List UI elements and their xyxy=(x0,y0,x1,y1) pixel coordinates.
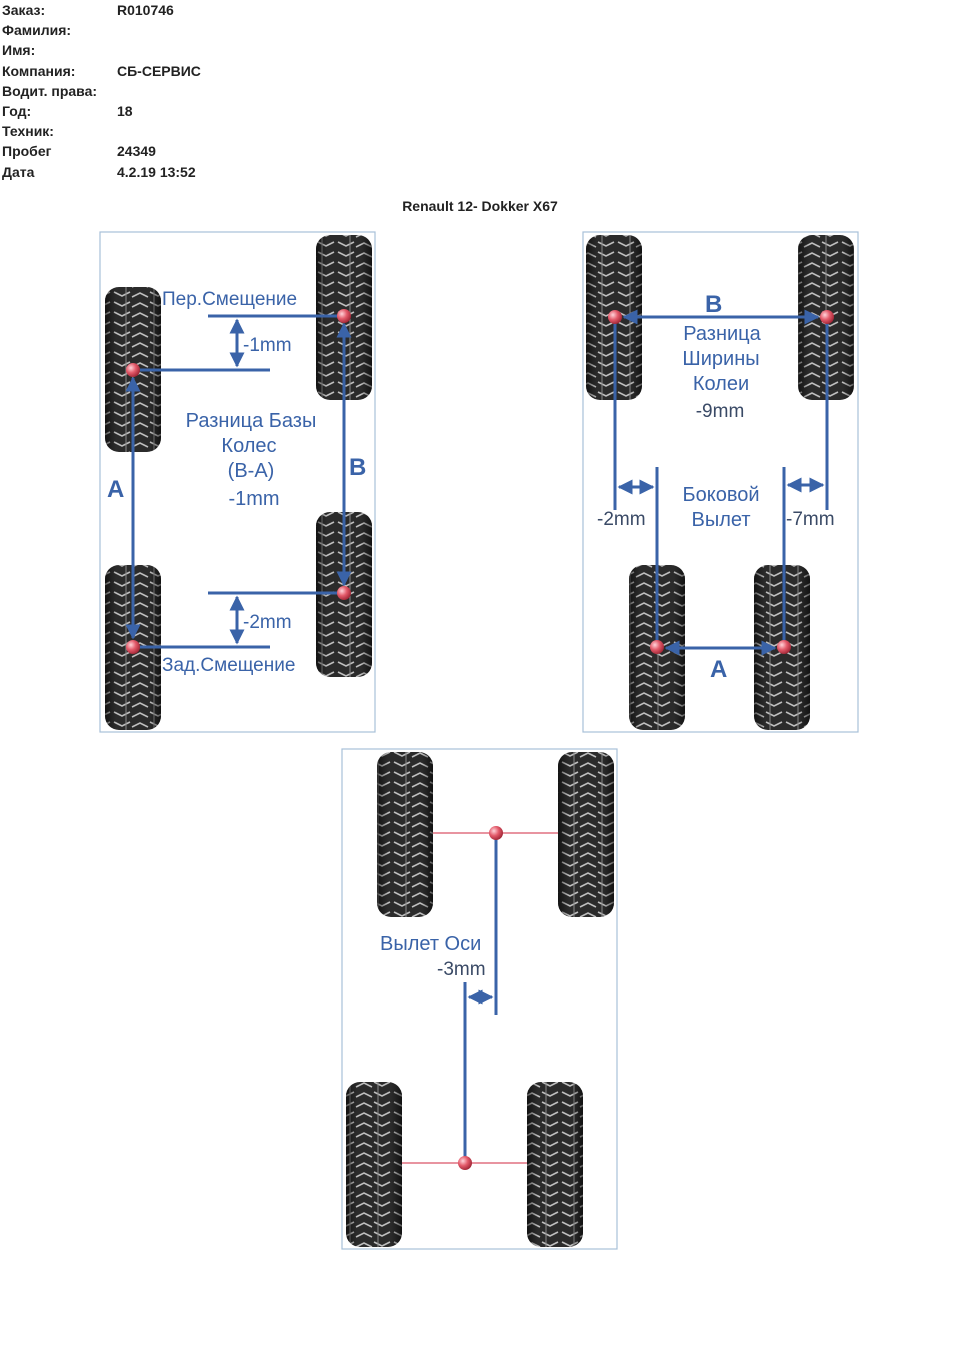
front-setback-label: Пер.Смещение xyxy=(162,289,297,310)
header-value: R010746 xyxy=(117,2,174,18)
vehicle-title: Renault 12- Dokker X67 xyxy=(402,198,558,214)
axle-offset-label: Вылет Оси xyxy=(380,933,481,955)
letter-a: A xyxy=(710,656,727,683)
header-label: Год: xyxy=(2,102,32,119)
track-diff-line3: Колеи xyxy=(693,373,749,395)
tire-front-right-icon xyxy=(558,752,614,917)
marker-dot xyxy=(337,309,351,323)
header-label: Имя: xyxy=(2,42,36,59)
letter-a: A xyxy=(107,476,124,503)
header-label: Техник: xyxy=(2,123,54,140)
header-label: Водит. права: xyxy=(2,82,98,99)
front-setback-value: -1mm xyxy=(243,335,292,356)
header-label: Компания: xyxy=(2,62,76,79)
header-value: СБ-СЕРВИС xyxy=(117,62,201,79)
letter-b: B xyxy=(349,454,366,481)
tire-rear-left-icon xyxy=(346,1082,402,1247)
lateral-runout-line1: Боковой xyxy=(682,484,759,506)
marker-dot xyxy=(458,1156,472,1170)
marker-dot xyxy=(777,640,791,654)
header-label: Фамилия: xyxy=(2,22,72,39)
marker-dot xyxy=(608,310,622,324)
marker-dot xyxy=(820,310,834,324)
lateral-runout-line2: Вылет xyxy=(691,509,750,531)
header-label: Пробег xyxy=(2,143,52,160)
header-value: 18 xyxy=(117,102,133,119)
header-value: 24349 xyxy=(117,143,156,160)
wheelbase-diff-line2: Колес xyxy=(221,435,276,457)
header-label: Заказ: xyxy=(2,2,46,18)
marker-dot xyxy=(489,826,503,840)
marker-dot xyxy=(126,640,140,654)
wheelbase-diff-line3: (B-A) xyxy=(228,460,275,482)
track-diff-value: -9mm xyxy=(696,401,745,422)
letter-b: B xyxy=(705,291,722,318)
axle-offset-diagram: Вылет Оси -3mm xyxy=(341,748,618,1250)
track-diff-line1: Разница xyxy=(683,323,761,345)
wheelbase-diff-line1: Разница Базы xyxy=(186,410,317,432)
rear-setback-value: -2mm xyxy=(243,612,292,633)
marker-dot xyxy=(337,586,351,600)
right-lateral-value: -7mm xyxy=(786,509,835,530)
track-width-diagram: B Разница Ширины Колеи -9mm Боковой Выле… xyxy=(582,231,859,733)
header-value: 4.2.19 13:52 xyxy=(117,163,196,180)
marker-dot xyxy=(650,640,664,654)
rear-setback-label: Зад.Смещение xyxy=(162,655,295,676)
tire-front-left-icon xyxy=(377,752,433,917)
left-lateral-value: -2mm xyxy=(597,509,646,530)
marker-dot xyxy=(126,363,140,377)
header-label: Дата xyxy=(2,163,35,180)
axle-offset-value: -3mm xyxy=(437,959,486,980)
tire-rear-right-icon xyxy=(527,1082,583,1247)
wheelbase-diff-value: -1mm xyxy=(228,488,279,510)
track-diff-line2: Ширины xyxy=(682,348,759,370)
setback-diagram: Пер.Смещение -1mm -2mm Зад.Смещение Разн… xyxy=(99,231,376,733)
